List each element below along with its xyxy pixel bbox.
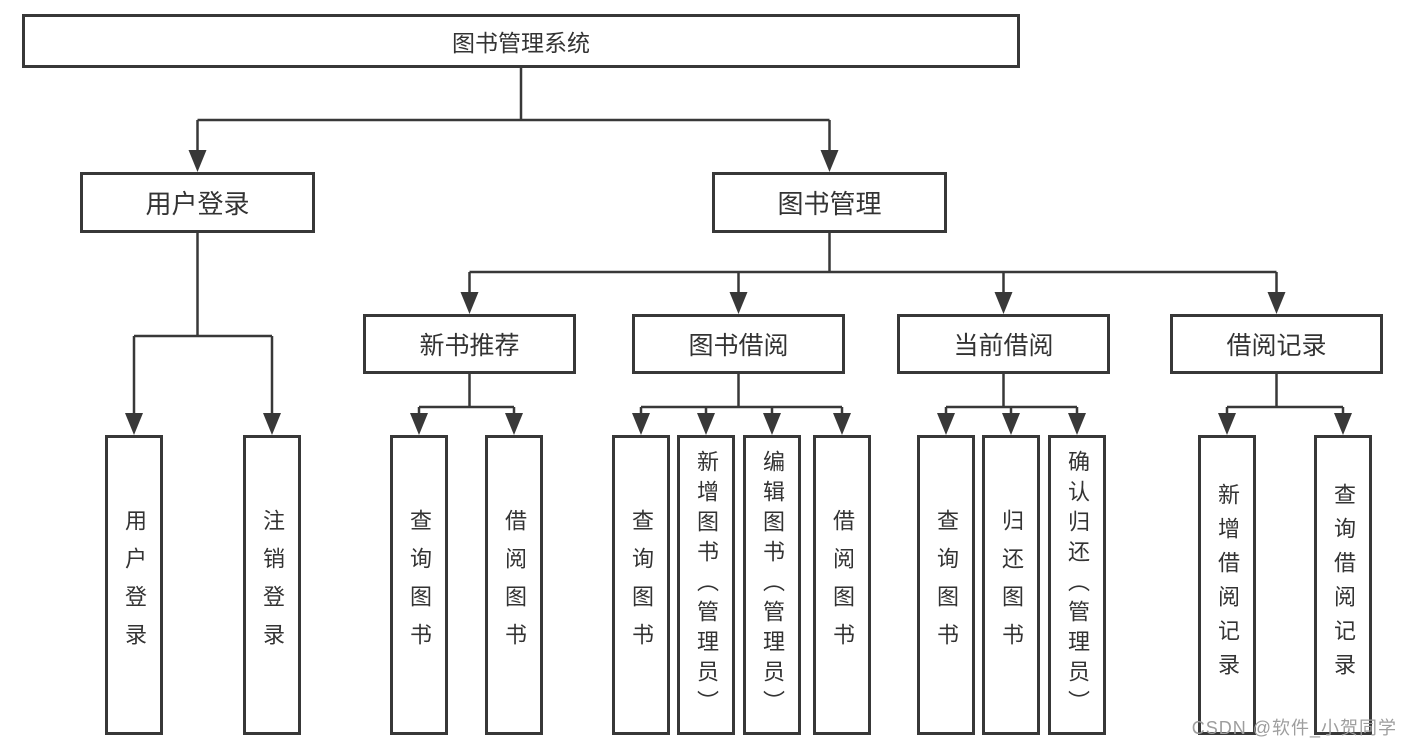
node-label: 图书管理 (777, 189, 882, 219)
leaf-borrow-books: 借阅图书 (813, 435, 871, 735)
node-current-borrowing: 当前借阅 (897, 314, 1110, 374)
arrow-icon (632, 413, 650, 435)
connector-paths (132, 68, 1345, 416)
arrow-icon (263, 413, 281, 435)
node-label: 编辑图书（管理员） (760, 450, 785, 720)
arrow-icon (125, 413, 143, 435)
leaf-return-books: 归还图书 (982, 435, 1040, 735)
node-label: 借阅图书 (830, 509, 855, 661)
node-label: 新书推荐 (419, 332, 520, 360)
arrowheads (125, 150, 1352, 435)
node-label: 借阅记录 (1226, 332, 1327, 360)
node-label: 注销登录 (260, 509, 285, 661)
node-label: 新增图书（管理员） (694, 450, 719, 720)
leaf-query-books-current: 查询图书 (917, 435, 975, 735)
leaf-query-books-recommend: 查询图书 (390, 435, 448, 735)
arrow-icon (1218, 413, 1236, 435)
leaf-confirm-return-admin: 确认归还（管理员） (1048, 435, 1106, 735)
arrow-icon (505, 413, 523, 435)
arrow-icon (1334, 413, 1352, 435)
node-label: 新增借阅记录 (1215, 483, 1240, 687)
arrow-icon (994, 292, 1013, 314)
leaf-borrow-books-recommend: 借阅图书 (485, 435, 543, 735)
node-label: 用户登录 (145, 189, 250, 219)
arrow-icon (697, 413, 715, 435)
leaf-query-books-borrowing: 查询图书 (612, 435, 670, 735)
node-label: 借阅图书 (502, 509, 527, 661)
arrow-icon (820, 150, 839, 172)
arrow-icon (763, 413, 781, 435)
node-new-book-recommendation: 新书推荐 (363, 314, 576, 374)
arrow-icon (1267, 292, 1286, 314)
arrow-icon (937, 413, 955, 435)
leaf-query-borrow-record: 查询借阅记录 (1314, 435, 1372, 735)
arrow-icon (410, 413, 428, 435)
csdn-watermark: CSDN @软件_小贺同学 (1191, 718, 1397, 738)
arrow-icon (188, 150, 207, 172)
node-label: 用户登录 (122, 509, 147, 661)
node-label: 图书借阅 (688, 332, 789, 360)
node-label: 确认归还（管理员） (1065, 450, 1090, 720)
node-borrowing-records: 借阅记录 (1170, 314, 1383, 374)
arrow-icon (833, 413, 851, 435)
leaf-add-borrow-record: 新增借阅记录 (1198, 435, 1256, 735)
node-label: 查询借阅记录 (1331, 483, 1356, 687)
node-user-login: 用户登录 (80, 172, 315, 233)
leaf-user-login: 用户登录 (105, 435, 163, 735)
node-label: 归还图书 (999, 509, 1024, 661)
arrow-icon (729, 292, 748, 314)
node-label: 图书管理系统 (452, 30, 590, 56)
node-label: 查询图书 (934, 509, 959, 661)
leaf-logout: 注销登录 (243, 435, 301, 735)
arrow-icon (1002, 413, 1020, 435)
leaf-add-books-admin: 新增图书（管理员） (677, 435, 735, 735)
node-label: 当前借阅 (953, 332, 1054, 360)
node-label: 查询图书 (407, 509, 432, 661)
node-library-management-system: 图书管理系统 (22, 14, 1020, 68)
node-book-borrowing: 图书借阅 (632, 314, 845, 374)
leaf-edit-books-admin: 编辑图书（管理员） (743, 435, 801, 735)
node-book-management: 图书管理 (712, 172, 947, 233)
arrow-icon (1068, 413, 1086, 435)
node-label: 查询图书 (629, 509, 654, 661)
arrow-icon (460, 292, 479, 314)
